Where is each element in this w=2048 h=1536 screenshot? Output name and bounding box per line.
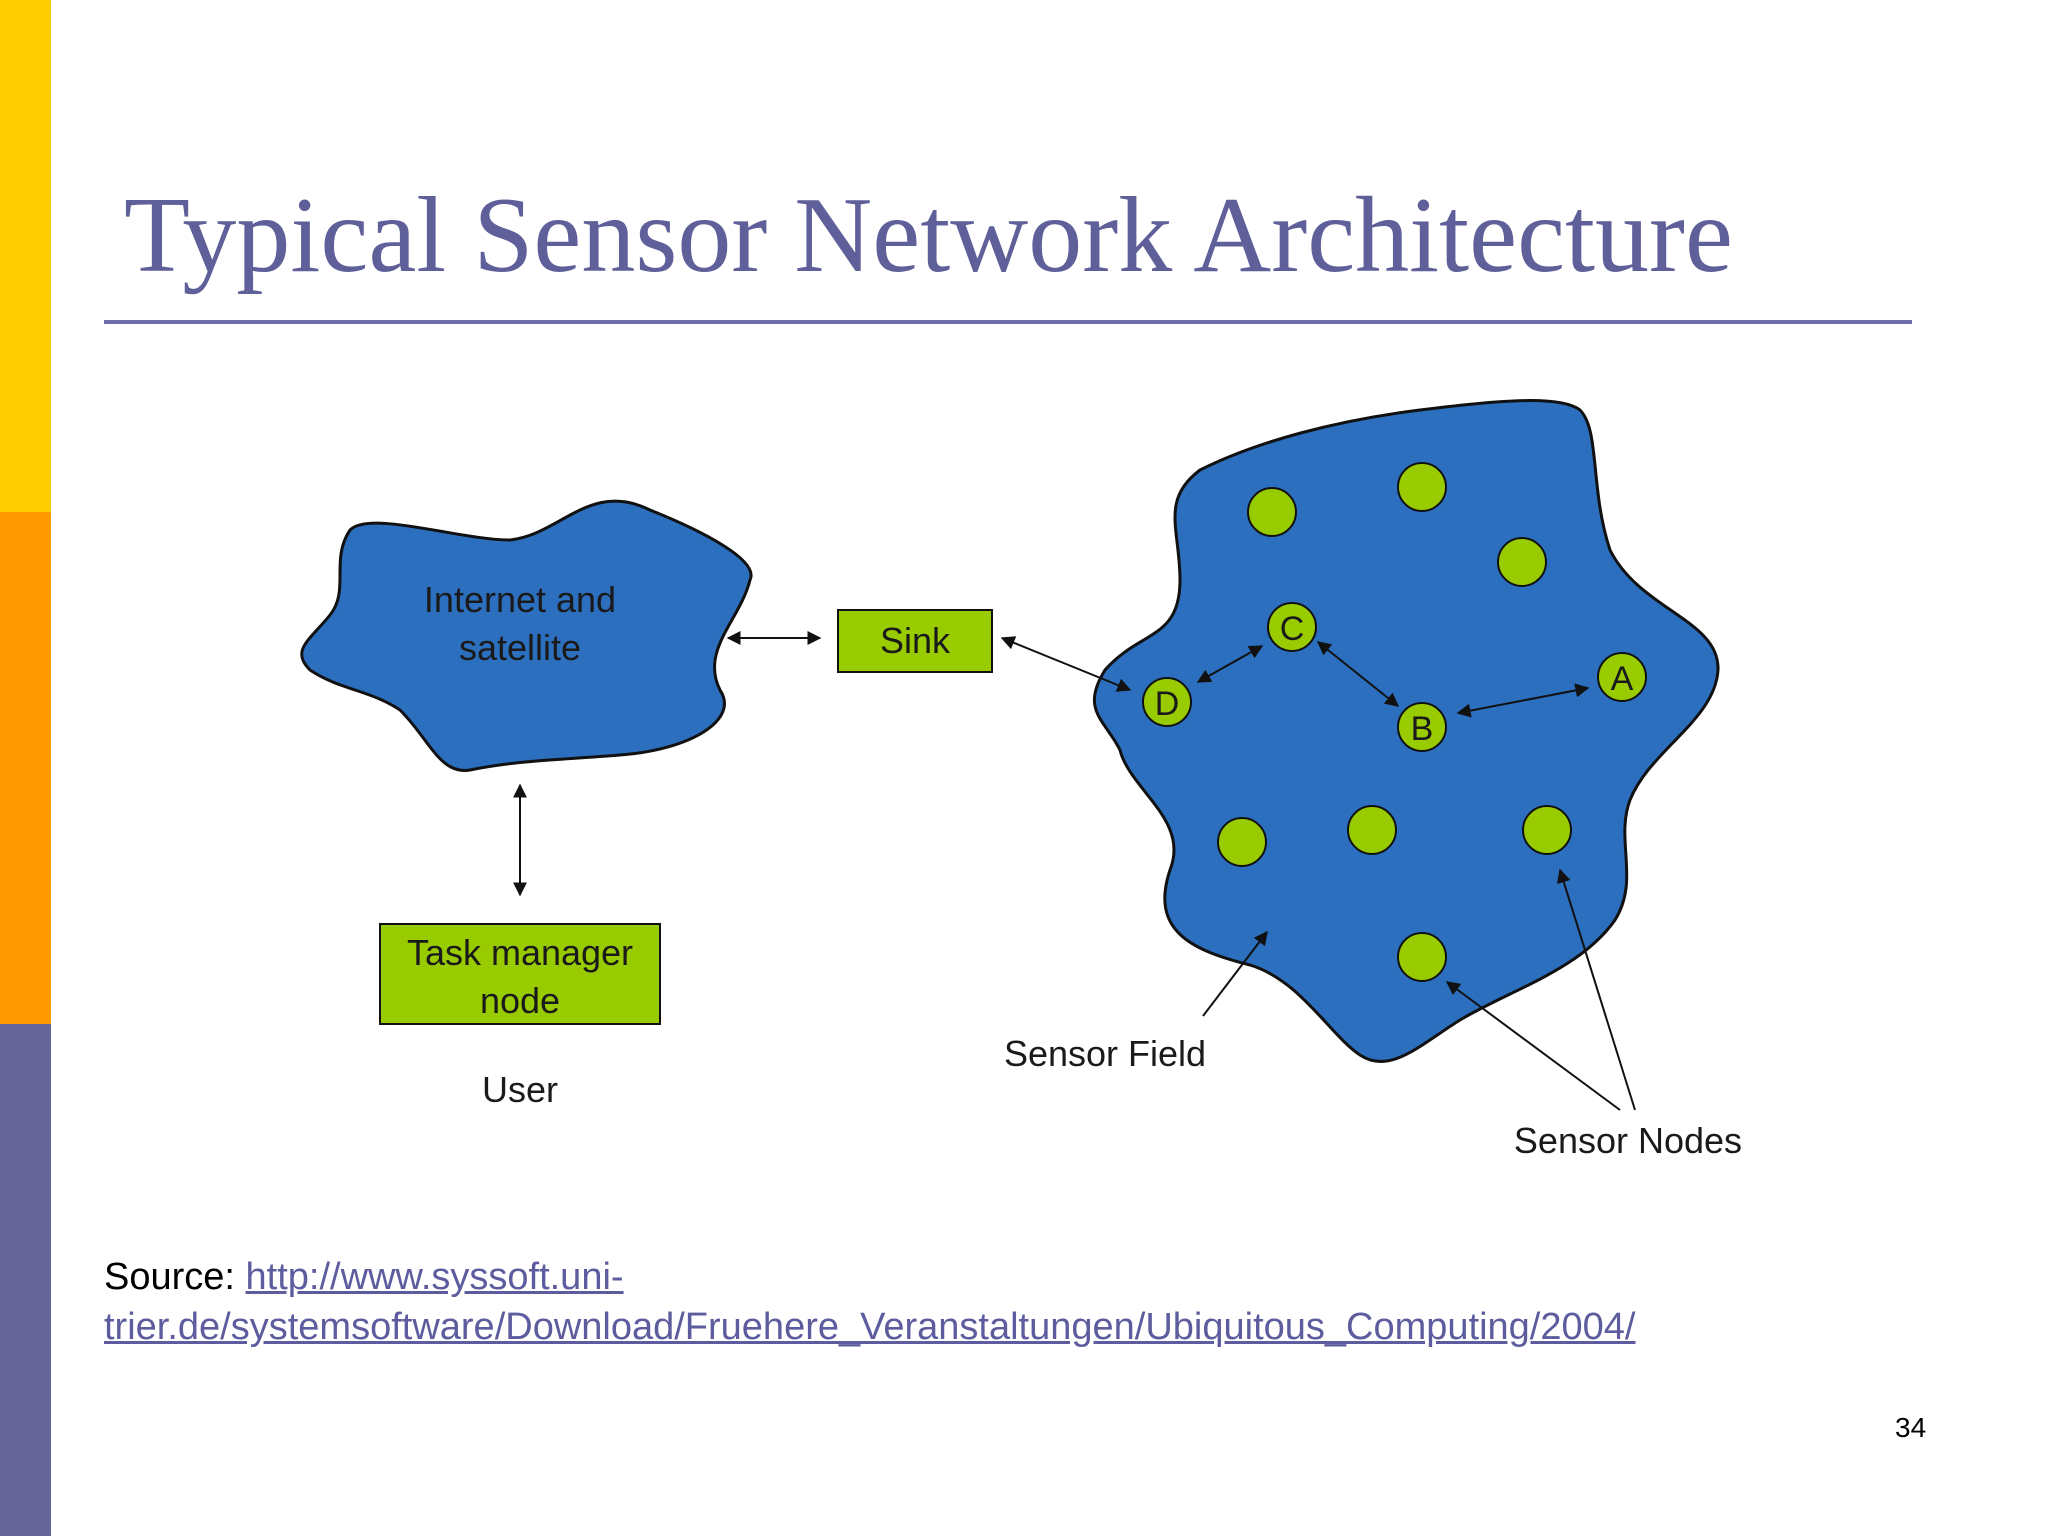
- cloud-label-line1: Internet and: [424, 579, 616, 620]
- task-manager-label-line1: Task manager: [407, 932, 633, 973]
- arrow-node-d-node-c: [1196, 645, 1264, 683]
- sensor-node: [1247, 487, 1297, 537]
- page-number: 34: [1895, 1412, 1927, 1443]
- internet-cloud-shape: [300, 499, 753, 772]
- pointer-sensor-nodes-1: [1445, 981, 1621, 1111]
- sensor-node: [1397, 462, 1447, 512]
- node-c-label: C: [1280, 610, 1305, 648]
- sensor-node-c: [1267, 602, 1317, 652]
- arrow-sink-node-d: [1000, 636, 1132, 692]
- accent-bar-purple: [0, 1024, 51, 1536]
- sensor-nodes-label: Sensor Nodes: [1514, 1120, 1742, 1161]
- sensor-node-b: [1397, 702, 1447, 752]
- pointer-sensor-nodes-2: [1557, 868, 1636, 1111]
- user-label: User: [482, 1069, 558, 1110]
- arrow-node-c-node-b: [1316, 641, 1400, 707]
- cloud-label-line2: satellite: [459, 627, 581, 668]
- source-link[interactable]: http://www.syssoft.uni-trier.de/systemso…: [104, 1256, 1636, 1348]
- sensor-field-label: Sensor Field: [1004, 1033, 1206, 1074]
- node-a-label: A: [1611, 660, 1634, 698]
- title-underline: [104, 320, 1912, 324]
- accent-bar-orange: [0, 512, 51, 1024]
- sensor-node: [1217, 817, 1267, 867]
- source-prefix: Source:: [104, 1256, 246, 1298]
- task-manager-label-line2: node: [480, 980, 560, 1021]
- sensor-node: [1347, 805, 1397, 855]
- sensor-node: [1497, 537, 1547, 587]
- pointer-sensor-field: [1202, 930, 1268, 1017]
- node-d-label: D: [1155, 685, 1180, 723]
- sensor-node: [1522, 805, 1572, 855]
- arrow-node-b-node-a: [1456, 683, 1590, 718]
- sensor-node: [1397, 932, 1447, 982]
- task-manager-box: [379, 923, 661, 1025]
- sensor-node-a: [1597, 652, 1647, 702]
- sensor-node-d: [1142, 677, 1192, 727]
- sink-box: [837, 609, 993, 673]
- accent-bar-yellow: [0, 0, 51, 512]
- sink-label: Sink: [880, 620, 951, 661]
- slide-title: Typical Sensor Network Architecture: [124, 176, 1733, 295]
- source-citation: Source: http://www.syssoft.uni-trier.de/…: [104, 1252, 1884, 1352]
- node-b-label: B: [1411, 710, 1434, 748]
